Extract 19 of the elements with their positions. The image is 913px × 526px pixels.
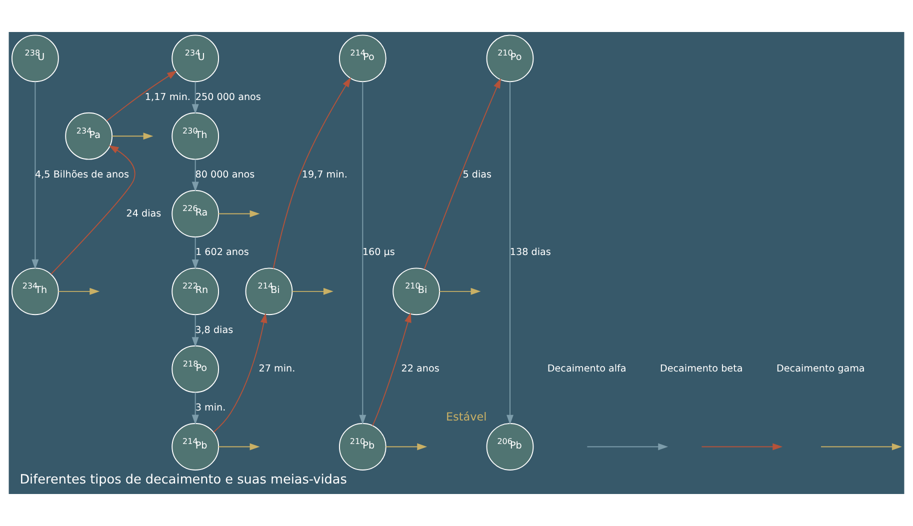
edge-label: 5 dias	[462, 169, 492, 180]
edge-label: 80 000 anos	[195, 169, 255, 180]
edge-label: 4,5 Bilhões de anos	[35, 169, 130, 180]
legend-label: Decaimento alfa	[547, 364, 626, 375]
edge-label: 24 dias	[126, 208, 162, 220]
legend-label: Decaimento beta	[660, 364, 743, 375]
edge-label: 19,7 min.	[302, 169, 348, 180]
edge-label: 160 µs	[362, 247, 395, 258]
node-label: Estável	[446, 410, 487, 424]
edge-label: 138 dias	[510, 247, 551, 258]
edge-label: 3,8 dias	[195, 324, 234, 336]
edge-label: 250 000 anos	[195, 92, 261, 103]
caption: Diferentes tipos de decaimento e suas meias-vidas	[20, 472, 347, 488]
legend-label: Decaimento gama	[776, 364, 865, 375]
edge-label: 3 min.	[195, 402, 226, 414]
edge-label: 1,17 min.	[144, 92, 190, 103]
edge-label: 1 602 anos	[195, 247, 249, 258]
edge-label: 27 min.	[258, 364, 296, 375]
edge-label: 22 anos	[401, 364, 440, 375]
